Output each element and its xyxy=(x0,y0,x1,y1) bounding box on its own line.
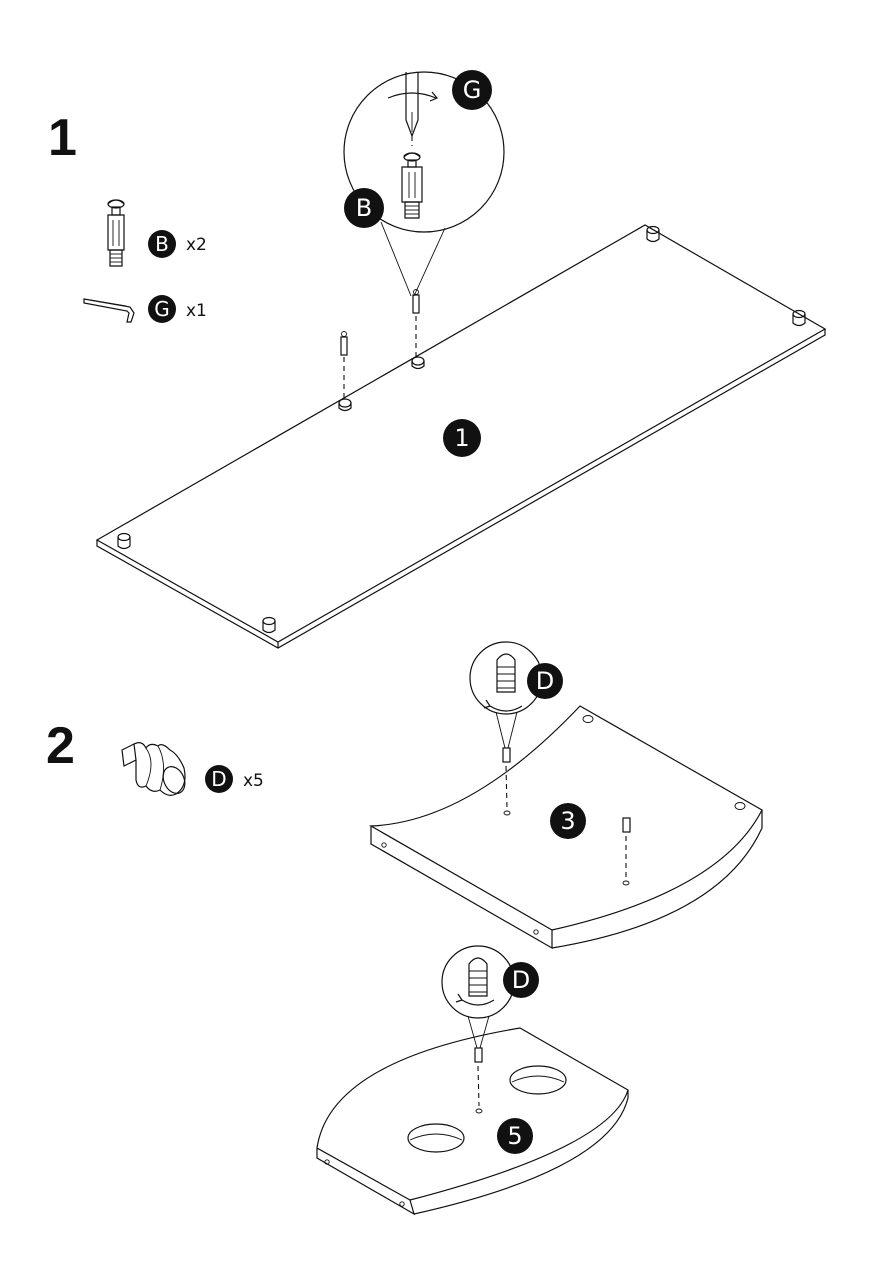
callout-dowel-icon xyxy=(484,654,522,711)
panel-1: 1 xyxy=(97,225,825,648)
panel-peg xyxy=(118,534,130,549)
callout-d-bottom-badge: D xyxy=(503,962,539,998)
callout-dowel-icon xyxy=(456,958,494,1005)
part-b-quantity: x2 xyxy=(186,235,207,255)
cam-socket xyxy=(412,357,424,369)
callout-g-badge: G xyxy=(452,70,492,110)
callout-bottom-letter: D xyxy=(512,966,530,994)
panel-5-badge: 5 xyxy=(497,1118,533,1154)
callout-part-letter: B xyxy=(356,194,372,222)
allen-key-icon xyxy=(84,299,134,322)
step-1-callout: G B xyxy=(344,70,504,296)
part-d-quantity: x5 xyxy=(243,771,264,791)
step-1-number: 1 xyxy=(48,109,77,167)
callout-tool-letter: G xyxy=(463,76,482,104)
panel-5: 5 xyxy=(317,1028,628,1214)
callout-b-badge: B xyxy=(344,188,384,228)
part-b-badge: B xyxy=(148,230,176,258)
cutout-hole xyxy=(408,1124,464,1152)
callout-top-letter: D xyxy=(536,667,554,695)
callout-cam-bolt-icon xyxy=(402,153,422,218)
screwdriver-icon xyxy=(388,72,437,146)
cam-socket xyxy=(339,399,351,411)
step-2-callout-bottom: D xyxy=(442,946,539,1113)
part-g-badge: G xyxy=(148,295,176,323)
part-d-letter: D xyxy=(211,767,226,791)
part-b-letter: B xyxy=(155,232,169,256)
dowel-pin-icon xyxy=(122,743,189,797)
panel-peg xyxy=(647,227,659,242)
small-cam-bolt xyxy=(341,332,347,399)
callout-d-top-badge: D xyxy=(527,663,563,699)
panel-3-badge: 3 xyxy=(550,803,586,839)
panel-1-label: 1 xyxy=(454,424,469,452)
small-cam-bolt xyxy=(413,290,419,357)
step-2-callout-top: D xyxy=(470,642,563,815)
panel-1-badge: 1 xyxy=(443,419,481,457)
cutout-hole xyxy=(510,1066,566,1094)
panel-3-label: 3 xyxy=(560,807,575,835)
panel-peg xyxy=(793,311,805,326)
part-g-quantity: x1 xyxy=(186,301,207,321)
part-d-badge: D xyxy=(205,765,233,793)
cam-bolt-icon xyxy=(108,200,124,266)
panel-3: 3 xyxy=(371,706,762,948)
step-2-number: 2 xyxy=(46,717,75,775)
panel-5-label: 5 xyxy=(507,1122,522,1150)
panel-peg xyxy=(263,618,275,633)
part-g-letter: G xyxy=(154,297,170,321)
